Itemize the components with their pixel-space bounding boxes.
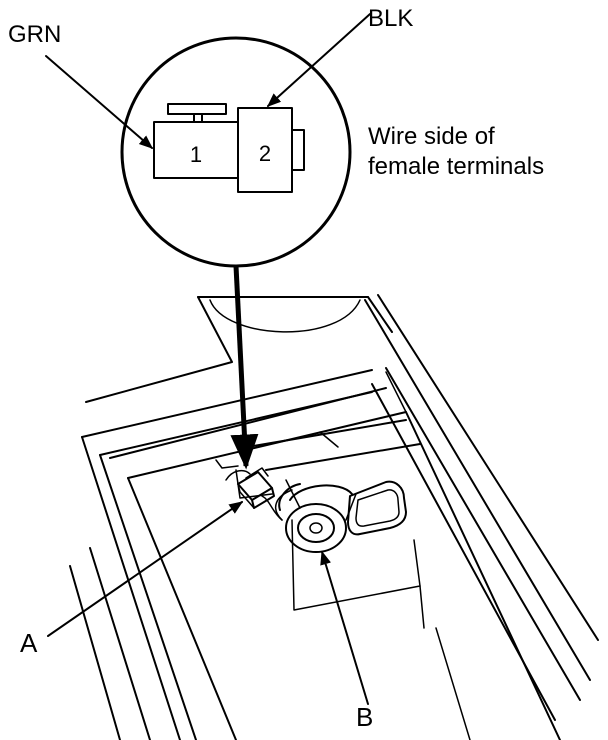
terminal-1-label: 1: [190, 142, 202, 167]
terminal-2-label: 2: [259, 141, 271, 166]
connector-face: 1 2: [153, 103, 305, 193]
blk-wire-label: BLK: [368, 5, 413, 32]
power-socket-b: [261, 479, 407, 553]
connector-a: [225, 467, 275, 509]
wire-side-caption-line1: Wire side of: [368, 123, 495, 150]
leader-lines: [45, 13, 371, 705]
grn-wire-label: GRN: [8, 21, 61, 48]
magnifier-circle: [120, 36, 352, 268]
wire-side-caption-line2: female terminals: [368, 153, 544, 180]
console-outline: [69, 294, 599, 740]
part-a-label: A: [20, 628, 38, 658]
part-b-label: B: [356, 702, 373, 732]
